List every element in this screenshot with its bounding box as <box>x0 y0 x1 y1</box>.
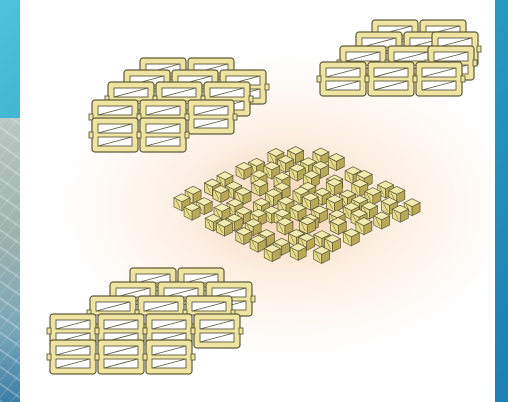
small-cube <box>314 246 330 263</box>
small-cube <box>392 205 408 222</box>
small-cube <box>374 212 390 229</box>
small-cube <box>264 245 280 262</box>
small-cube <box>236 162 252 179</box>
illustration-svg <box>20 0 495 402</box>
framework-block-top-left <box>89 58 269 152</box>
framework-block-bottom-left <box>47 268 255 374</box>
small-cube <box>290 243 306 260</box>
small-cube <box>250 235 266 252</box>
small-cube <box>343 229 359 246</box>
small-cube <box>328 154 344 171</box>
small-cube <box>327 195 343 212</box>
small-cube <box>184 203 200 220</box>
small-cube <box>299 217 315 234</box>
small-cube <box>213 186 229 203</box>
small-cube <box>217 219 233 236</box>
framework-block-top-right <box>317 20 481 96</box>
cube-cluster-center <box>174 147 420 264</box>
small-cube <box>330 218 346 235</box>
illustration-canvas <box>20 0 495 402</box>
small-cube <box>289 164 305 181</box>
small-cube <box>236 228 252 245</box>
